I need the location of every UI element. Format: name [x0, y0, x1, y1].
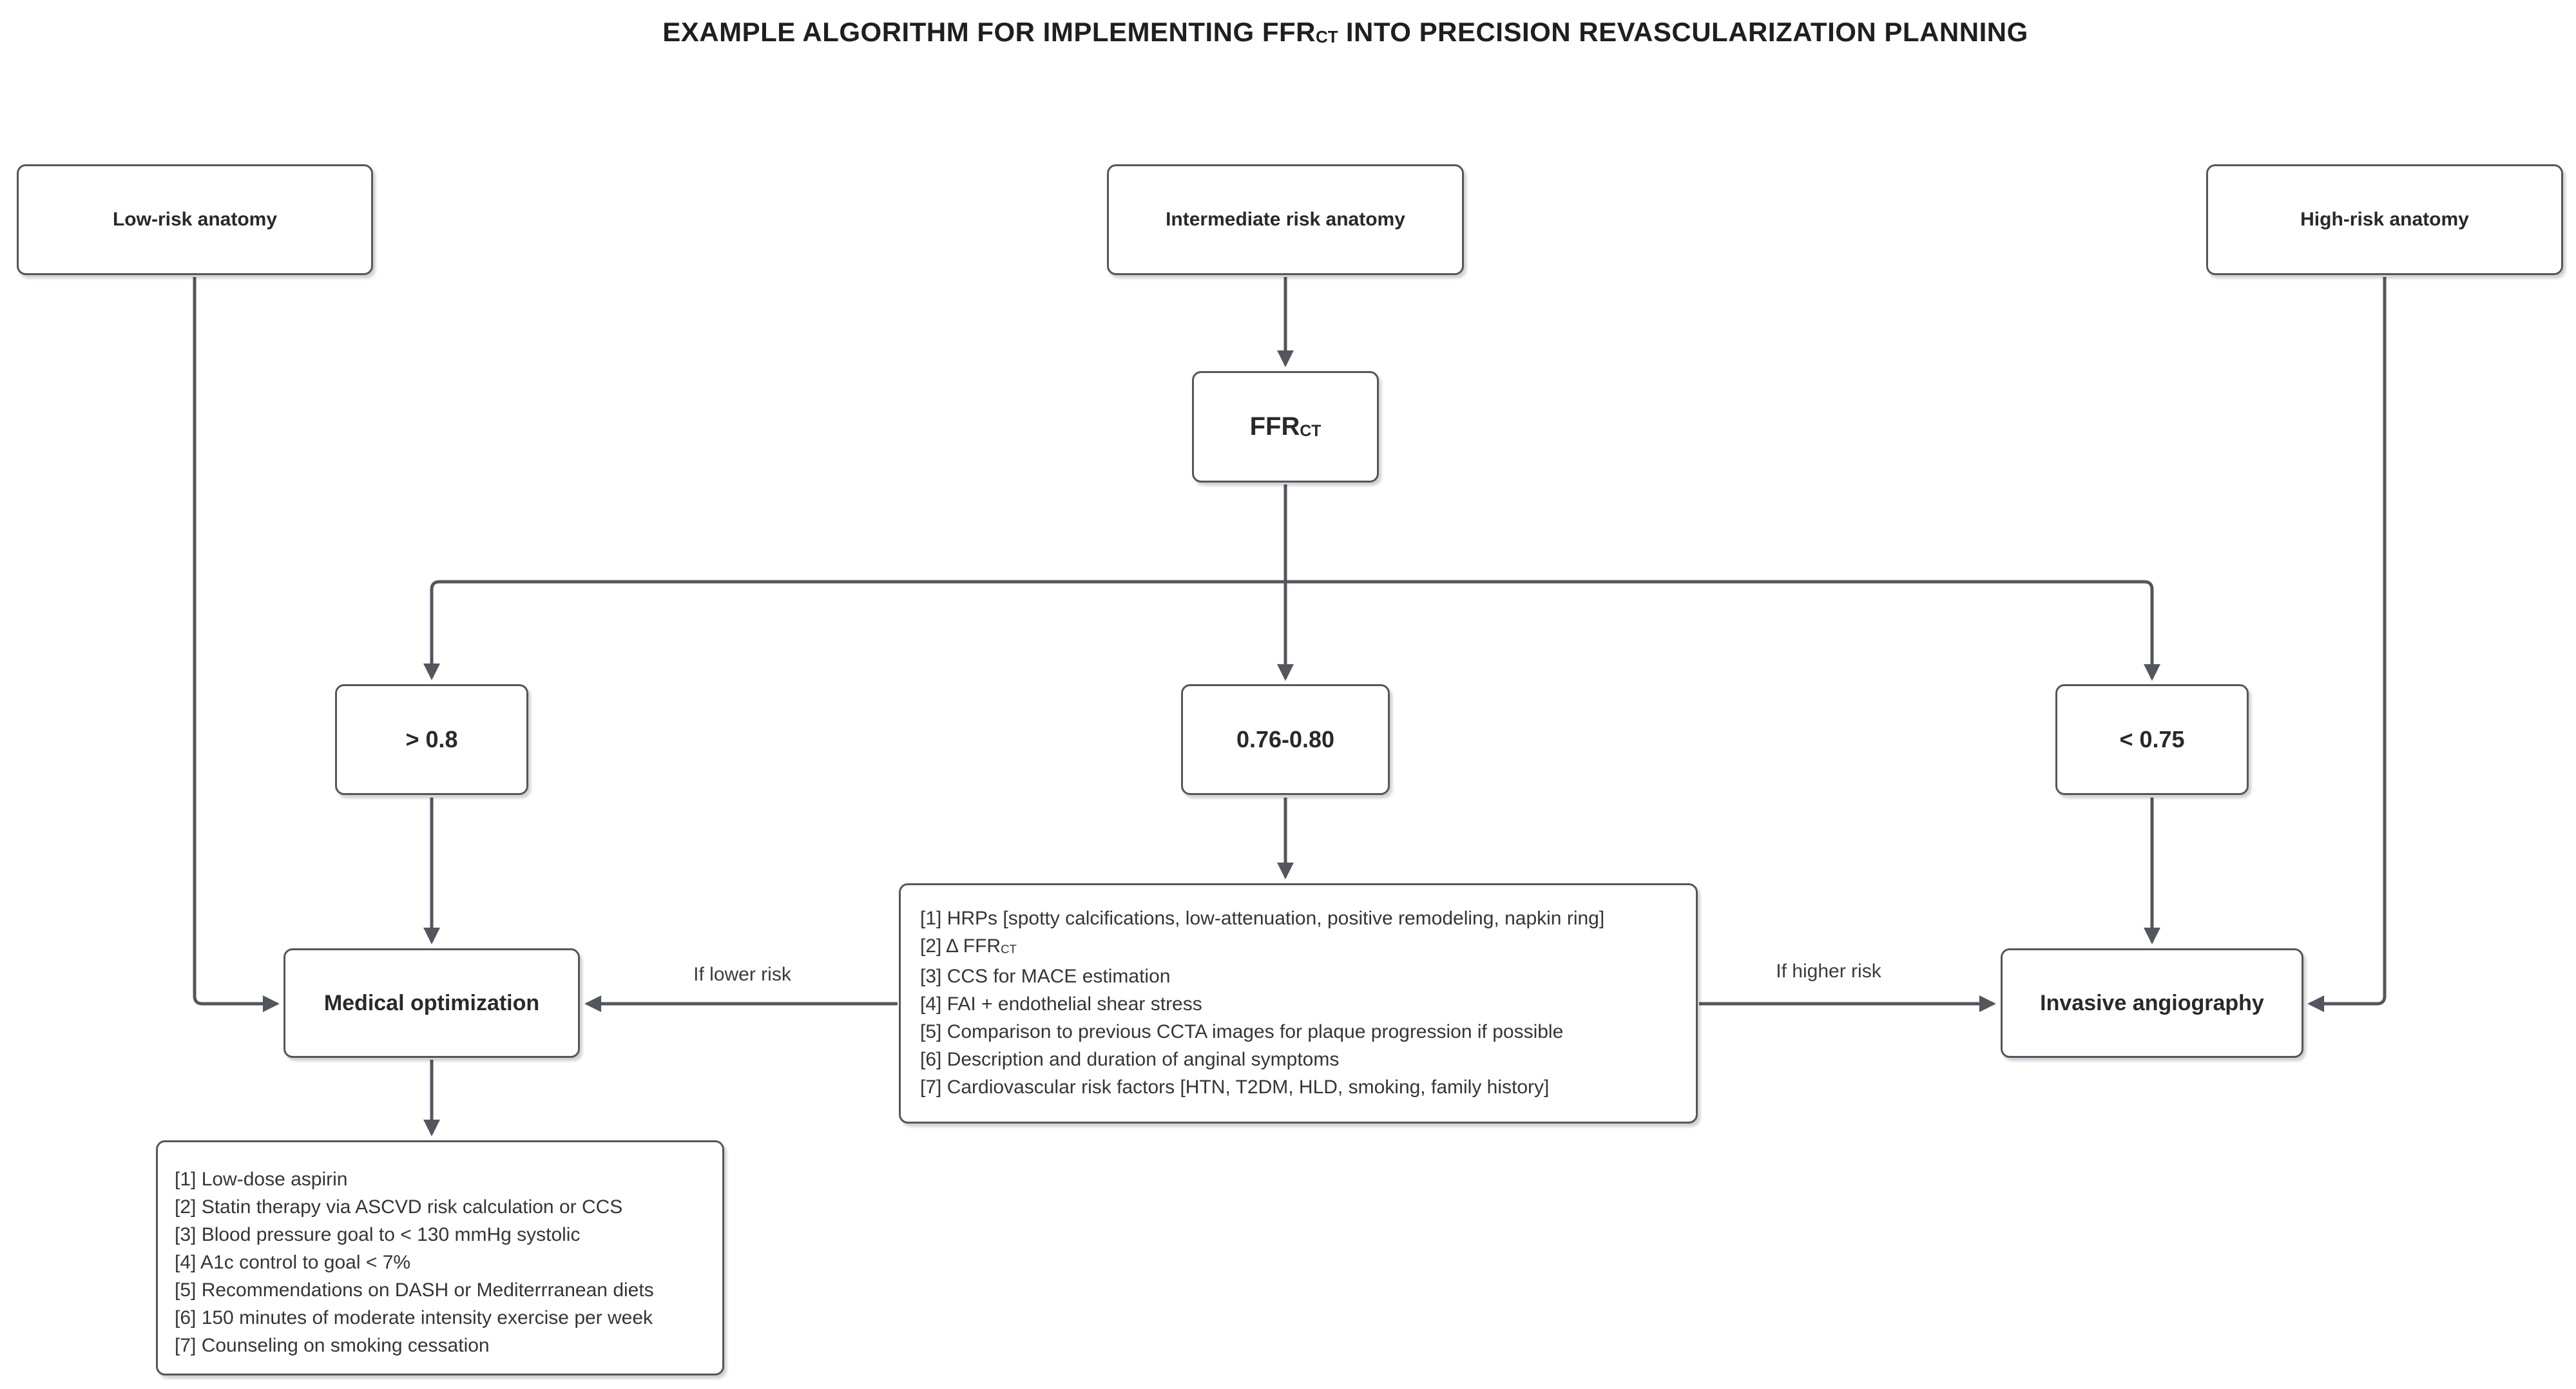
list-item: [7] Cardiovascular risk factors [HTN, T2… — [920, 1077, 1550, 1098]
node-label-invasive-angiography: Invasive angiography — [2040, 990, 2264, 1015]
connector-branch-to-gt08 — [423, 580, 440, 680]
medical-plan-items: [1] Low-dose aspirin [2] Statin therapy v… — [158, 1142, 722, 1359]
ffrct-text: FFR — [1249, 412, 1300, 441]
node-intermediate-risk-anatomy: Intermediate risk anatomy — [1107, 164, 1464, 275]
node-label-lt-075: < 0.75 — [2119, 726, 2185, 752]
node-label-ffrct: FFRCT — [1242, 412, 1329, 441]
list-item: [7] Counseling on smoking cessation — [175, 1335, 490, 1356]
connector-highrisk-to-invasive — [2307, 277, 2387, 1012]
list-item: [1] HRPs [spotty calcifications, low-att… — [920, 908, 1605, 929]
list-item: [1] Low-dose aspirin — [175, 1169, 348, 1190]
workup-items: [1] HRPs [spotty calcifications, low-att… — [901, 885, 1696, 1101]
diagram-title: EXAMPLE ALGORITHM FOR IMPLEMENTING FFRCT… — [662, 17, 2028, 48]
node-ffr-076-080: 0.76-0.80 — [1181, 684, 1390, 795]
ffrct-subscript: CT — [1300, 422, 1322, 440]
list-item: [3] Blood pressure goal to < 130 mmHg sy… — [175, 1224, 581, 1245]
node-ffr-gt-08: > 0.8 — [335, 684, 528, 795]
connector-branch-to-lt075 — [2144, 580, 2160, 681]
connector-lowrisk-to-medical — [193, 277, 280, 1012]
list-item: [2] Δ FFRCT — [920, 935, 1017, 957]
list-item: [4] A1c control to goal < 7% — [175, 1252, 411, 1273]
subscript: CT — [1001, 942, 1017, 956]
node-label-076-080: 0.76-0.80 — [1236, 726, 1335, 752]
list-item: [5] Comparison to previous CCTA images f… — [920, 1021, 1564, 1043]
edge-label-if-higher-risk: If higher risk — [1776, 961, 1881, 982]
list-item: [4] FAI + endothelial shear stress — [920, 993, 1202, 1015]
node-medical-optimization: Medical optimization — [284, 948, 580, 1058]
list-item: [5] Recommendations on DASH or Mediterrr… — [175, 1279, 654, 1301]
node-label-low-risk: Low-risk anatomy — [112, 209, 278, 230]
node-high-risk-anatomy: High-risk anatomy — [2206, 164, 2563, 275]
list-item: [3] CCS for MACE estimation — [920, 966, 1171, 988]
node-low-risk-anatomy: Low-risk anatomy — [17, 164, 373, 275]
node-intermediate-workup-list: [1] HRPs [spotty calcifications, low-att… — [899, 883, 1698, 1124]
title-text-after: INTO PRECISION REVASCULARIZATION PLANNIN… — [1338, 17, 2028, 47]
title-text: EXAMPLE ALGORITHM FOR IMPLEMENTING FFR — [662, 17, 1316, 47]
node-label-high-risk: High-risk anatomy — [2300, 209, 2469, 230]
node-ffrct: FFRCT — [1192, 371, 1379, 483]
list-item: [6] Description and duration of anginal … — [920, 1049, 1340, 1071]
list-item: [6] 150 minutes of moderate intensity ex… — [175, 1307, 653, 1328]
node-label-gt-08: > 0.8 — [405, 726, 458, 752]
node-medical-plan-list: [1] Low-dose aspirin [2] Statin therapy v… — [156, 1140, 724, 1375]
title-subscript: CT — [1315, 27, 1338, 47]
list-item: [2] Statin therapy via ASCVD risk calcul… — [175, 1196, 623, 1218]
node-invasive-angiography: Invasive angiography — [2001, 948, 2303, 1058]
node-label-medical-optimization: Medical optimization — [323, 990, 540, 1015]
edge-label-if-lower-risk: If lower risk — [693, 964, 791, 985]
node-ffr-lt-075: < 0.75 — [2055, 684, 2249, 795]
node-label-intermediate-risk: Intermediate risk anatomy — [1166, 209, 1405, 230]
